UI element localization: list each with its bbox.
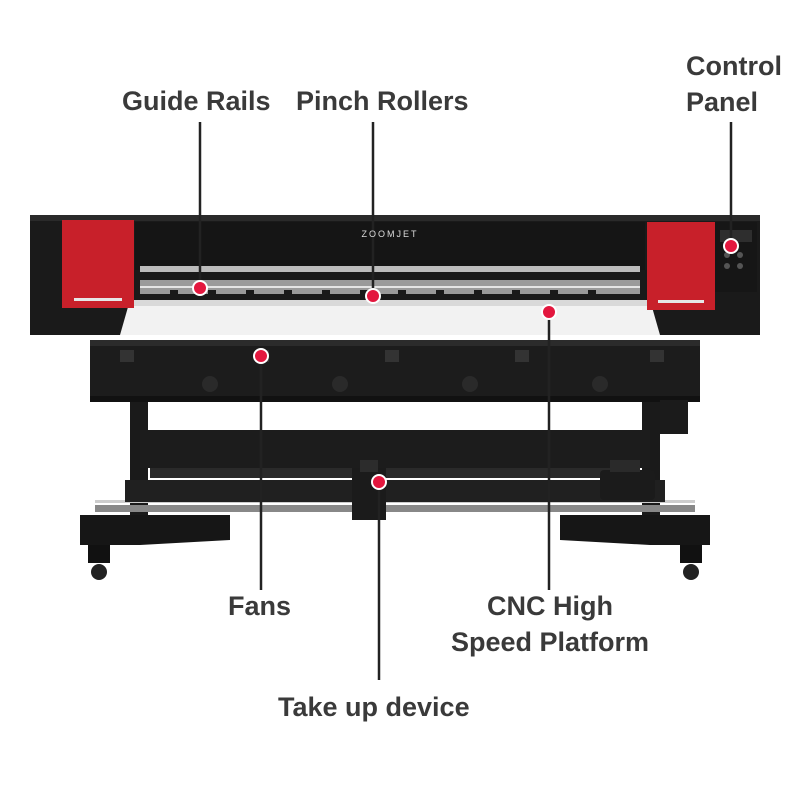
brand-logo: ZOOMJET xyxy=(362,229,419,239)
fans-marker xyxy=(253,348,269,364)
take-up-label: Take up device xyxy=(278,692,470,722)
pinch-rollers-marker xyxy=(365,288,381,304)
control-panel-marker xyxy=(723,238,739,254)
take-up-marker xyxy=(371,474,387,490)
fans-label: Fans xyxy=(228,591,292,621)
printer-illustration xyxy=(30,215,760,580)
fan-housing xyxy=(90,340,700,434)
printer-stand xyxy=(80,390,710,580)
cnc-platform-marker xyxy=(541,304,557,320)
guide-rails-label: Guide Rails xyxy=(122,86,271,116)
control-panel-label: Control Panel xyxy=(686,51,782,117)
callout-lines xyxy=(198,122,733,680)
cnc-platform-label: CNC High Speed Platform xyxy=(450,591,650,657)
printer-body xyxy=(30,215,760,335)
pinch-rollers-label: Pinch Rollers xyxy=(296,86,469,116)
callout-markers xyxy=(192,238,739,490)
guide-rails-marker xyxy=(192,280,208,296)
